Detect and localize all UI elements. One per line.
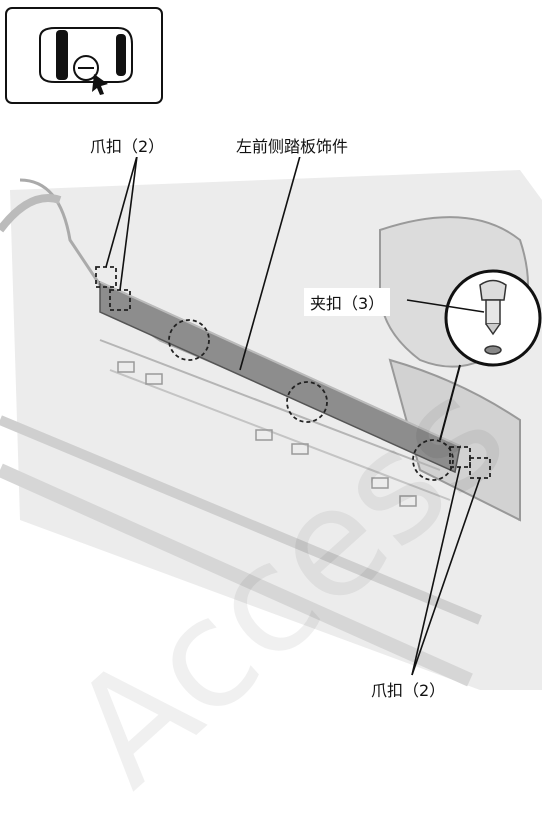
clip-detail-magnifier — [439, 269, 542, 441]
clip-markers — [168, 319, 454, 481]
claw-label-top: 爪扣（2） — [90, 133, 165, 157]
clip-marker — [412, 439, 454, 481]
sill-trim-illustration — [0, 7, 542, 690]
clip-marker — [286, 381, 328, 423]
clip-label: 夹扣（3） — [304, 288, 391, 316]
sill-trim-label: 左前侧踏板饰件 — [236, 133, 349, 157]
leader-lines — [105, 155, 485, 676]
claw-label-bottom: 爪扣（2） — [371, 677, 446, 701]
door-opening-illustration — [0, 170, 542, 690]
left-front-sill-trim — [99, 280, 461, 474]
clip-marker — [168, 319, 210, 361]
vehicle-top-view-icon — [5, 7, 163, 104]
diagram-stage: Access 爪扣（2） 左前侧踏板饰件 夹扣（3） 爪扣（2） — [0, 7, 542, 819]
